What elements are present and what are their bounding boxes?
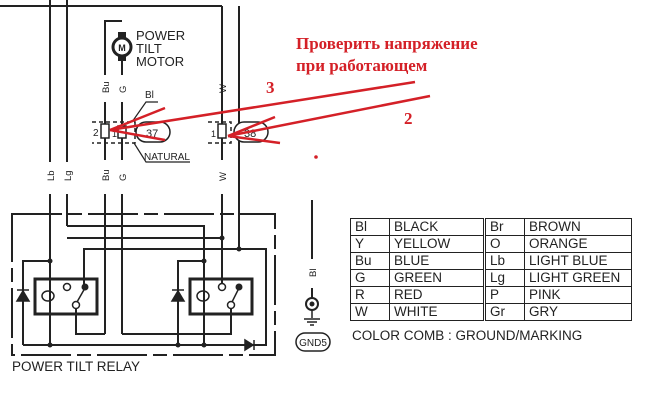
arrow-head	[227, 115, 276, 138]
wire-label-w-top: W	[218, 84, 229, 93]
relay-outline	[11, 213, 276, 356]
coil-icon	[196, 290, 210, 302]
color-name: ORANGE	[524, 235, 632, 253]
wire-label-bu-top: Bu	[101, 81, 112, 93]
legend-note: COLOR COMB : GROUND/MARKING	[352, 328, 583, 343]
wire-label-g-top: G	[118, 86, 129, 93]
arrow-head	[227, 134, 281, 145]
color-code: G	[350, 269, 390, 287]
color-code: Br	[483, 218, 525, 236]
wire-label-lb: Lb	[46, 170, 57, 181]
wire-label-w: W	[218, 172, 229, 181]
wire-relay-r	[122, 305, 232, 335]
switch-icon	[76, 287, 86, 303]
color-name: BROWN	[524, 218, 632, 236]
color-code: W	[350, 303, 390, 321]
motor-label: POWER TILT MOTOR	[136, 28, 189, 69]
annotation-dot	[314, 155, 318, 159]
color-name: LIGHT BLUE	[524, 252, 632, 270]
arrow-line	[227, 94, 431, 138]
color-name: GREEN	[389, 269, 485, 287]
annotation-line-2: при работающем	[296, 56, 428, 75]
color-name: RED	[389, 286, 485, 304]
terminal-icon	[235, 283, 243, 291]
wire-relay-l	[75, 305, 105, 335]
color-code: P	[483, 286, 525, 304]
svg-text:M: M	[118, 43, 126, 53]
connector-tag-top: Bl	[145, 90, 154, 101]
color-name: BLACK	[389, 218, 485, 236]
color-name: PINK	[524, 286, 632, 304]
ground-badge	[295, 332, 331, 352]
wire-diode-right	[177, 260, 204, 345]
annotation-arrows	[109, 80, 431, 145]
color-code: O	[483, 235, 525, 253]
color-name: LIGHT GREEN	[524, 269, 632, 287]
terminal-icon	[71, 300, 81, 310]
annotation-marker-2: 2	[404, 109, 413, 128]
pin-label: 2	[93, 128, 99, 139]
color-code: Lg	[483, 269, 525, 287]
ground-label: GND5	[299, 338, 327, 349]
color-name: WHITE	[389, 303, 485, 321]
wire-motor-bu	[104, 20, 122, 75]
diode-icon	[15, 289, 31, 302]
color-code: Lb	[483, 252, 525, 270]
junctions	[47, 235, 242, 348]
color-code: Y	[350, 235, 390, 253]
diode-icon	[244, 338, 255, 352]
connector-tag-bottom: NATURAL	[144, 152, 190, 163]
color-name: BLUE	[389, 252, 485, 270]
color-code: Bl	[350, 218, 390, 236]
color-code: R	[350, 286, 390, 304]
diode-icon	[170, 289, 186, 302]
ground-icon	[304, 297, 320, 326]
wire-label-lg: Lg	[63, 170, 74, 181]
wire-label-bl: Bl	[308, 269, 319, 277]
wire-label-g: G	[118, 174, 129, 181]
color-name: GRY	[524, 303, 632, 321]
pin-label: 1	[112, 129, 117, 139]
terminal-icon	[217, 282, 227, 292]
motor-icon: M	[111, 32, 133, 61]
pin-label: 1	[211, 129, 216, 139]
terminal-icon	[81, 283, 89, 291]
switch-icon	[231, 287, 240, 303]
arrow-head	[109, 128, 166, 142]
arrow-head	[109, 106, 166, 132]
annotation-marker-3: 3	[266, 78, 275, 97]
connector-37: 2 1 37 Bl NATURAL	[92, 90, 190, 163]
color-code: Bu	[350, 252, 390, 270]
wire-label-bu: Bu	[101, 169, 112, 181]
terminal-icon	[226, 300, 236, 310]
annotation-line-1: Проверить напряжение	[296, 34, 478, 53]
color-name: YELLOW	[389, 235, 485, 253]
relay-title: POWER TILT RELAY	[12, 359, 141, 374]
coil-icon	[41, 290, 55, 302]
wire-diode-left	[22, 260, 50, 345]
wire-internal-1	[67, 225, 205, 345]
color-code: Gr	[483, 303, 525, 321]
wire-internal-3	[80, 248, 267, 346]
relay-right	[188, 277, 254, 316]
relay-left	[33, 277, 99, 316]
arrow-line	[109, 80, 416, 132]
terminal-icon	[62, 282, 72, 292]
diodes	[15, 289, 255, 352]
